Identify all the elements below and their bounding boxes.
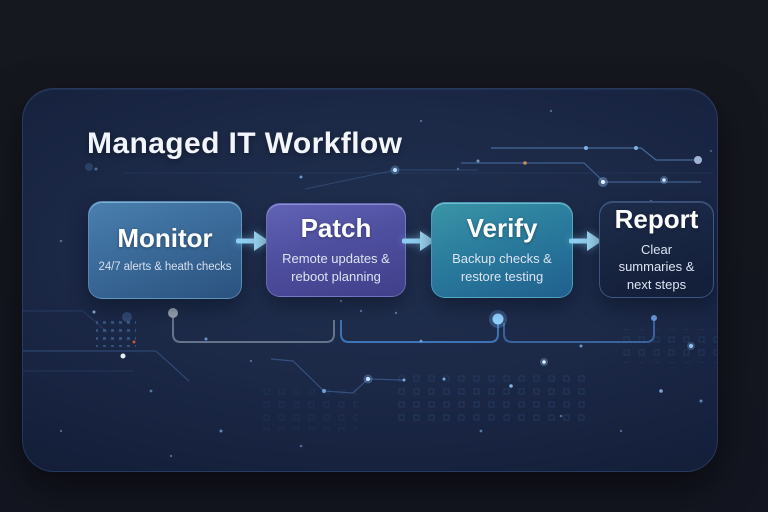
connector-brackets — [172, 317, 655, 343]
step-title: Monitor — [117, 222, 213, 253]
pixel-grid — [96, 319, 717, 431]
page-title: Managed IT Workflow — [87, 127, 403, 160]
starfield — [59, 109, 713, 458]
connector-node-dots — [168, 308, 657, 328]
step-description: Backup checks & restore testing — [452, 251, 552, 284]
circuit-decoration — [23, 109, 717, 458]
step-patch: Patch Remote updates & reboot planning — [266, 203, 406, 297]
circuit-traces — [23, 147, 713, 394]
flow-arrow-icon — [402, 231, 435, 251]
step-title: Verify — [466, 213, 538, 244]
step-report: Report Clear summaries & next steps — [599, 201, 714, 298]
step-verify: Verify Backup checks & restore testing — [431, 202, 573, 298]
step-monitor: Monitor 24/7 alerts & heath checks — [88, 201, 242, 299]
step-description: Remote updates & reboot planning — [282, 251, 390, 284]
step-title: Report — [614, 204, 699, 235]
flow-arrow-icon — [569, 231, 602, 251]
circuit-node-dots — [322, 146, 702, 393]
workflow-panel: Managed IT Workflow Monitor 24/7 alerts … — [22, 88, 718, 472]
step-description: 24/7 alerts & heath checks — [98, 260, 232, 273]
step-description: Clear summaries & next steps — [618, 242, 695, 292]
flow-arrow-icon — [236, 231, 269, 251]
step-title: Patch — [300, 213, 372, 244]
